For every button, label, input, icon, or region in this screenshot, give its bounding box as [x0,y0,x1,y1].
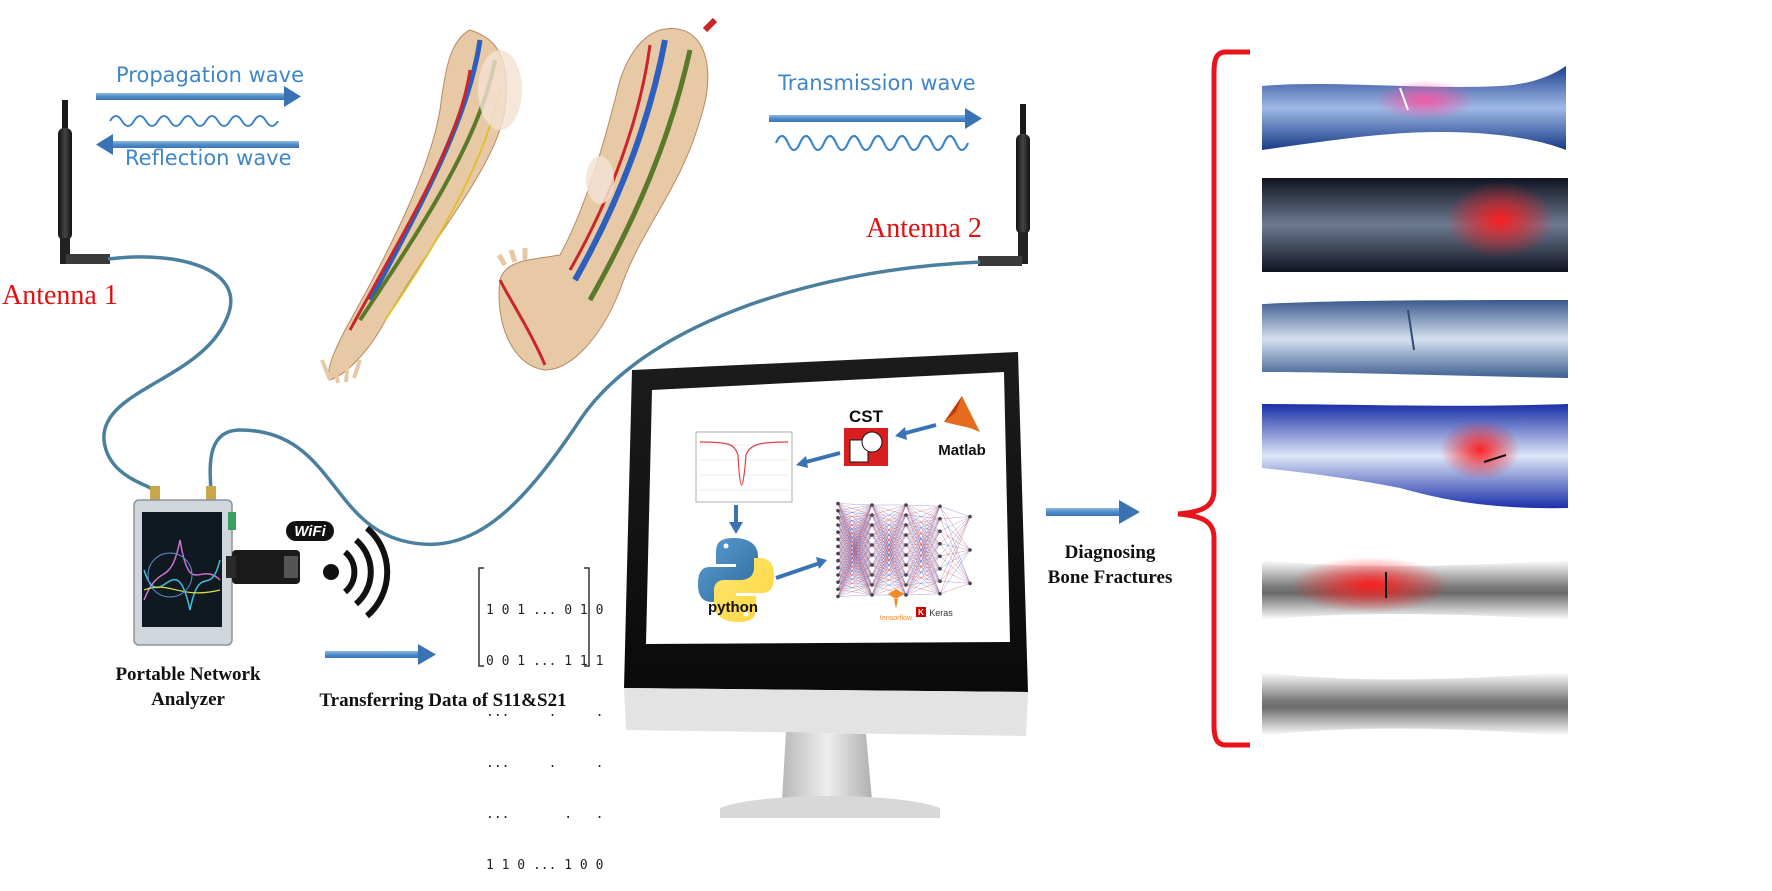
nn-node [904,513,908,517]
matrix-row: ... . . [486,755,603,772]
red-curly-bracket [1178,52,1250,745]
nn-node [938,567,942,571]
nn-node [904,583,908,587]
nn-node [870,523,874,527]
matlab-label: Matlab [938,442,986,459]
nn-node [904,553,908,557]
transfer-arrow [325,644,436,665]
nn-node [938,517,942,521]
nn-node [836,587,840,591]
analyzer-caption-line2: Analyzer [98,687,278,712]
nn-node [836,595,840,599]
propagation-wave-label: Propagation wave [116,63,304,87]
nn-node [938,592,942,596]
diagnosis-caption: Diagnosing Bone Fractures [1030,540,1190,590]
s11-plot-thumbnail [696,432,792,502]
diagnosis-caption-line1: Diagnosing [1030,540,1190,565]
xray-elbow-fracture-blue [1262,404,1568,508]
nn-node [968,582,972,586]
analyzer-caption-line1: Portable Network [98,662,278,687]
tensorflow-label: tensorflow [880,615,913,622]
nn-node [870,563,874,567]
matrix-row: 1 1 0 ... 1 0 0 [486,857,603,874]
nn-node [904,593,908,597]
nn-node [870,543,874,547]
network-analyzer-device [134,486,300,645]
diagnosis-caption-line2: Bone Fractures [1030,565,1190,590]
keras-logo: K Keras [916,607,953,618]
nn-node [836,559,840,563]
diagram-canvas: WiFi [0,0,1772,852]
propagation-sine-wave [110,116,278,126]
data-matrix: 1 0 1 ... 0 1 0 0 0 1 ... 1 1 1 ... . . … [486,568,603,891]
python-label: python [708,599,758,616]
propagation-arrow [96,86,301,107]
transmission-sine-wave [776,136,968,150]
nn-node [836,580,840,584]
nn-node [836,502,840,506]
nn-node [836,537,840,541]
nn-node [836,552,840,556]
nn-node [904,523,908,527]
nn-node [870,533,874,537]
xray-femur-fracture-white [1262,557,1568,620]
nn-node [870,503,874,507]
arm-anatomy-illustration [322,30,522,383]
xray-leg-bones-white [1262,672,1568,736]
nn-node [836,523,840,527]
nn-node [904,533,908,537]
diagnosis-arrow [1046,500,1140,524]
keras-label: Keras [929,608,953,618]
matrix-row: 1 0 1 ... 0 1 0 [486,602,603,619]
nn-node [870,583,874,587]
antenna-2-label: Antenna 2 [866,213,982,245]
nn-node [836,509,840,513]
nn-node [904,573,908,577]
reflection-wave-label: Reflection wave [125,146,292,170]
nn-node [870,513,874,517]
nn-node [870,573,874,577]
nn-node [904,563,908,567]
antenna-1-label: Antenna 1 [2,280,118,312]
nn-node [938,529,942,533]
nn-node [904,543,908,547]
nn-node [836,545,840,549]
nn-node [870,553,874,557]
xray-wrist-fracture-dark [1262,178,1568,272]
nn-node [938,542,942,546]
nn-node [836,530,840,534]
nn-node [836,566,840,570]
xray-forearm-fracture-blue [1262,66,1566,150]
antenna-2 [978,104,1030,266]
nn-node [968,515,972,519]
svg-text:K: K [918,608,924,617]
wireless-signal-icon [323,528,387,616]
transmission-wave-label: Transmission wave [778,71,976,95]
cst-label: CST [849,407,884,426]
nn-node [938,554,942,558]
matrix-row: ... . . [486,806,603,823]
matrix-row: ... . . [486,704,603,721]
nn-node [870,593,874,597]
wifi-logo: WiFi [286,521,334,541]
nn-node [836,516,840,520]
cst-logo: CST [844,407,888,466]
transmission-arrow [769,108,982,129]
nn-node [938,504,942,508]
matrix-row: 0 0 1 ... 1 1 1 [486,653,603,670]
leg-anatomy-illustration [499,20,715,370]
nn-node [904,503,908,507]
antenna-1 [58,100,110,264]
nn-node [836,573,840,577]
wifi-logo-text: WiFi [294,523,326,540]
xray-forearm-fracture-light [1262,300,1568,378]
nn-node [968,548,972,552]
nn-node [938,579,942,583]
analyzer-caption: Portable Network Analyzer [98,662,278,712]
